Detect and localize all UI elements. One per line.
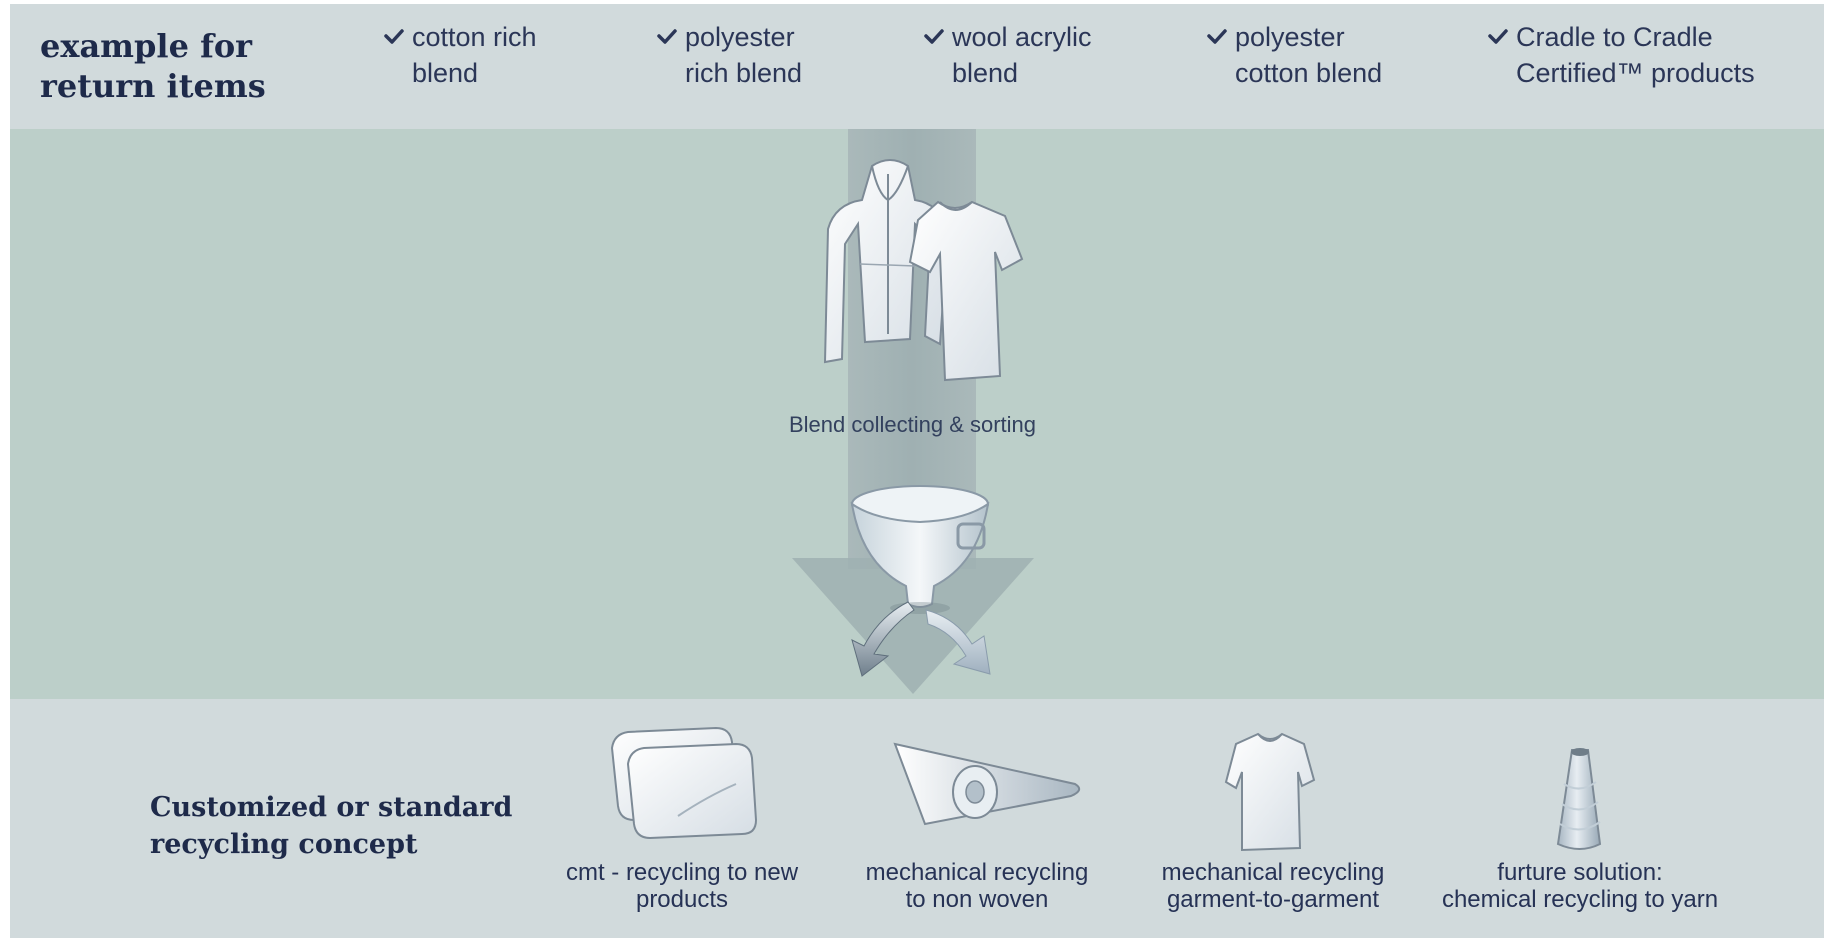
check-item-wool-acrylic-blend: wool acrylic blend	[922, 19, 1092, 91]
check-item-cradle-to-cradle: Cradle to Cradle Certified™ products	[1486, 19, 1755, 91]
check-item-polyester-rich-blend: polyester rich blend	[655, 19, 802, 91]
recycling-concept-heading: Customized or standard recycling concept	[150, 792, 513, 860]
check-item-line: cotton blend	[1235, 58, 1383, 88]
pillow-icon	[610, 726, 758, 840]
check-item-line: wool acrylic	[952, 22, 1092, 52]
result-caption: mechanical recycling to non woven	[865, 859, 1089, 913]
check-item-line: Cradle to Cradle	[1516, 22, 1713, 52]
check-icon	[384, 29, 404, 44]
check-item-polyester-cotton-blend: polyester cotton blend	[1205, 19, 1382, 91]
return-items-heading: example for return items	[40, 27, 266, 105]
split-arrows-icon	[851, 601, 991, 677]
t-shirt-icon	[1224, 732, 1316, 852]
check-icon	[924, 29, 944, 44]
return-items-band	[10, 4, 1824, 129]
check-item-line: cotton rich	[412, 22, 537, 52]
result-caption: mechanical recycling garment-to-garment	[1161, 859, 1385, 913]
check-item-line: blend	[952, 58, 1019, 88]
flow-down-arrow-icon	[792, 558, 1034, 694]
recycling-diagram: example for return items cotton rich ble…	[10, 4, 1824, 938]
check-icon	[657, 29, 677, 44]
collection-flow-graphic	[610, 129, 1602, 852]
check-item-line: polyester	[1235, 22, 1345, 52]
funnel-icon	[850, 485, 990, 614]
check-item-line: polyester	[685, 22, 795, 52]
check-item-line: blend	[412, 58, 479, 88]
check-item-line: rich blend	[685, 58, 803, 88]
result-caption: furture solution: chemical recycling to …	[1441, 859, 1719, 913]
result-caption: cmt - recycling to new products	[565, 859, 799, 913]
recycling-band	[10, 699, 1824, 938]
check-icon	[1207, 29, 1227, 44]
check-item-line: Certified™ products	[1516, 58, 1755, 88]
check-item-cotton-rich-blend: cotton rich blend	[382, 19, 537, 91]
yarn-cone-icon	[1556, 748, 1602, 850]
check-icon	[1488, 29, 1508, 44]
collecting-sorting-label: Blend collecting & sorting	[788, 412, 1037, 437]
nonwoven-roll-icon	[893, 742, 1081, 826]
t-shirt-icon	[908, 200, 1024, 382]
